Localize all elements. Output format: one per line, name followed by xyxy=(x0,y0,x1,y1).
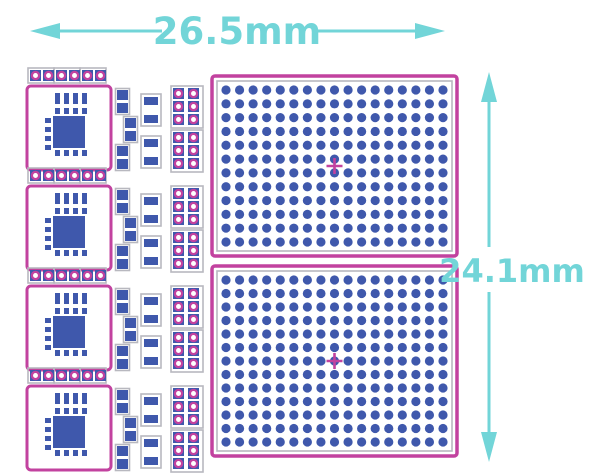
through-hole-clusters xyxy=(170,385,204,473)
connector-footprints xyxy=(140,393,162,469)
arrow-left-icon xyxy=(30,23,60,39)
vertical-dimension: 24.1mm xyxy=(439,72,585,462)
ic-module xyxy=(25,184,113,272)
ic-chip xyxy=(53,416,85,448)
passive-components xyxy=(114,187,139,272)
connector-footprints xyxy=(140,293,162,369)
height-dimension-label: 24.1mm xyxy=(439,252,585,290)
dot-grid-board xyxy=(210,264,459,458)
ic-chip xyxy=(53,316,85,348)
ic-module xyxy=(25,284,113,372)
ic-chip xyxy=(53,216,85,248)
module-row xyxy=(25,67,204,173)
ic-module xyxy=(25,384,113,472)
via-dot-grid xyxy=(221,275,448,447)
arrow-up-icon xyxy=(481,72,497,102)
passive-components xyxy=(114,87,139,172)
pcb-panel xyxy=(25,67,459,473)
through-hole-clusters xyxy=(170,285,204,373)
horizontal-dimension: 26.5mm xyxy=(30,10,445,53)
arrow-right-icon xyxy=(415,23,445,39)
passive-components xyxy=(114,387,139,472)
fiducial-cross-icon xyxy=(326,353,343,369)
pad-strip xyxy=(27,167,107,184)
module-row xyxy=(25,167,204,273)
through-hole-clusters xyxy=(170,185,204,273)
pad-strip xyxy=(27,67,107,84)
module-row xyxy=(25,267,204,373)
width-dimension-label: 26.5mm xyxy=(153,10,321,53)
through-hole-clusters xyxy=(170,85,204,173)
via-dot-grid xyxy=(221,85,448,247)
ic-chip xyxy=(53,116,85,148)
dot-grid-board xyxy=(210,74,459,258)
passive-components xyxy=(114,287,139,372)
connector-footprints xyxy=(140,93,162,169)
ic-module xyxy=(25,84,113,172)
connector-footprints xyxy=(140,193,162,269)
pad-strip xyxy=(27,367,107,384)
arrow-down-icon xyxy=(481,432,497,462)
pad-strip xyxy=(27,267,107,284)
module-row xyxy=(25,367,204,473)
fiducial-cross-icon xyxy=(326,158,343,174)
